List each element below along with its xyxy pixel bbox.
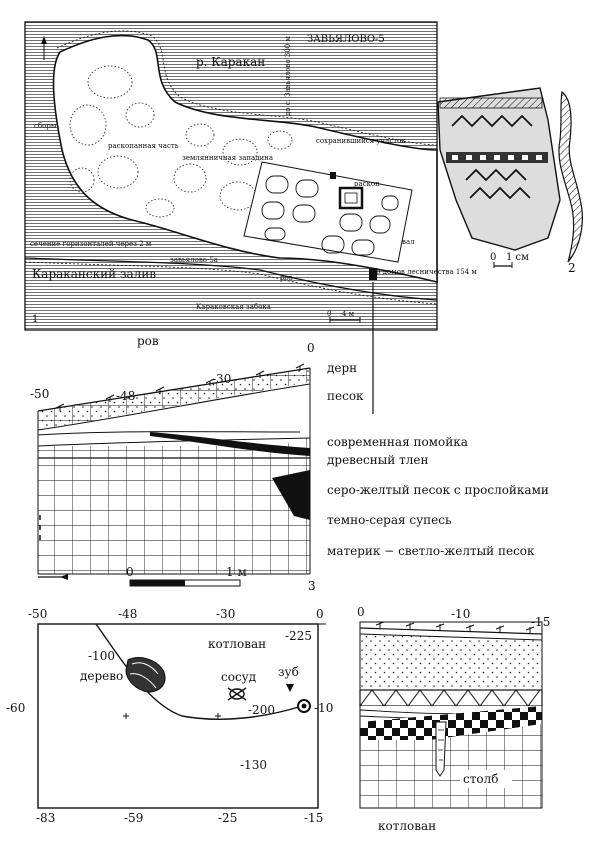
post-label: столб bbox=[463, 772, 498, 786]
layer-legend: дерн песок современная помойка древесный… bbox=[327, 361, 549, 558]
refuse-layers bbox=[37, 383, 311, 447]
section1-tick-a: -50 bbox=[30, 387, 49, 401]
sherd-outline bbox=[437, 87, 561, 251]
plan2-bottom-tick-d: -15 bbox=[304, 811, 323, 825]
post-hole bbox=[435, 721, 447, 777]
grid-crosses bbox=[123, 713, 221, 719]
preserved-label: сохранившийся участок bbox=[316, 137, 406, 145]
sherd-profile bbox=[558, 90, 583, 263]
pit-outline bbox=[95, 623, 303, 720]
elevation-225: -225 bbox=[285, 629, 312, 643]
section2-tick-c: -15 bbox=[531, 615, 550, 629]
pottery-number: 2 bbox=[568, 261, 576, 275]
tree-label: дерево bbox=[80, 669, 123, 683]
pit-label: ров bbox=[280, 274, 293, 282]
legend-sand: песок bbox=[327, 389, 364, 403]
section2-tick-a: 0 bbox=[357, 605, 365, 619]
vessel-label: сосуд bbox=[221, 670, 256, 684]
site-5a-label: завьялово-5а bbox=[170, 256, 218, 264]
pit-plan: -50 -48 -30 0 -83 -59 -25 -15 -60 -10 ко… bbox=[6, 607, 333, 825]
river-label: р. Каракан bbox=[196, 55, 265, 69]
backwater-label: Караковская забока bbox=[196, 303, 271, 311]
excavation-area bbox=[243, 161, 413, 280]
legend-dark-loam: темно-серая супесь bbox=[327, 513, 452, 527]
contour-note: сечение горизонталей через 2 м bbox=[30, 240, 152, 248]
dark-loam-lens bbox=[272, 470, 310, 520]
forester-label: до домов лесничества 154 м bbox=[372, 268, 477, 276]
pottery-scale-bar: 0 1 см bbox=[490, 252, 529, 268]
legend-grey-yellow-sand: серо-желтый песок с прослойками bbox=[327, 483, 549, 497]
plan2-left-tick: -60 bbox=[6, 701, 25, 715]
plan2-top-tick-b: -48 bbox=[118, 607, 137, 621]
sand-layer-2 bbox=[360, 634, 542, 690]
plan2-pit-label: котлован bbox=[208, 637, 266, 651]
elevation-100: -100 bbox=[88, 649, 115, 663]
plan2-top-tick-d: 0 bbox=[316, 607, 324, 621]
section2-tick-b: -10 bbox=[451, 607, 470, 621]
section-profile-2: 0 -10 -15 столб котлован bbox=[357, 605, 550, 833]
elevation-130: -130 bbox=[240, 758, 267, 772]
svg-text:4 м: 4 м bbox=[342, 310, 355, 318]
checker-layer bbox=[360, 706, 542, 740]
collections-label: сборы bbox=[34, 122, 57, 130]
pottery-drawing: 0 1 см 2 bbox=[437, 87, 583, 275]
tooth-symbol bbox=[286, 684, 294, 692]
sand-layer bbox=[38, 368, 310, 430]
plan-number: 1 bbox=[32, 314, 38, 325]
section-profile-1: -50 -48 -30 0 0 1 м 3 bbox=[30, 341, 316, 593]
tree-symbol bbox=[125, 657, 166, 693]
svg-text:1 см: 1 см bbox=[506, 252, 529, 263]
section1-scale-bar: 0 1 м bbox=[126, 565, 247, 587]
section2-pit-label: котлован bbox=[378, 819, 436, 833]
plan2-right-tick: -10 bbox=[314, 701, 333, 715]
svg-text:0: 0 bbox=[126, 565, 134, 579]
plan-scale-bar: 0 4 м bbox=[327, 310, 361, 323]
plan2-top-tick-a: -50 bbox=[28, 607, 47, 621]
plan2-bottom-tick-a: -83 bbox=[36, 811, 55, 825]
plan2-top-tick-c: -30 bbox=[216, 607, 235, 621]
wood-decay-layer bbox=[150, 432, 310, 456]
section1-number: 3 bbox=[308, 579, 316, 593]
legend-turf: дерн bbox=[327, 361, 357, 375]
dwelling-label: землянничная западина bbox=[182, 154, 273, 162]
section1-north-arrow bbox=[38, 574, 68, 580]
vessel-symbol bbox=[227, 687, 247, 701]
svg-text:0: 0 bbox=[490, 252, 496, 263]
pit-caption: ров bbox=[137, 334, 159, 348]
svg-text:0: 0 bbox=[327, 310, 331, 318]
dug-part-label: раскопанная часть bbox=[108, 142, 179, 150]
plan2-bottom-tick-b: -59 bbox=[124, 811, 143, 825]
excavation-label: раскоп bbox=[354, 180, 380, 188]
legend-wood-decay: древесный тлен bbox=[327, 453, 428, 467]
rampart-label: вал bbox=[402, 238, 415, 246]
elevation-200: -200 bbox=[248, 703, 275, 717]
road-label: до с. Завьялово 300 м bbox=[284, 36, 292, 116]
legend-subsoil: материк − светло-желтый песок bbox=[327, 544, 535, 558]
section1-tick-b: -48 bbox=[116, 389, 135, 403]
svg-text:1 м: 1 м bbox=[226, 565, 247, 579]
site-title: ЗАВЬЯЛОВО-5 bbox=[307, 34, 385, 45]
sherd-ornament bbox=[451, 114, 533, 200]
section1-tick-c: -30 bbox=[212, 372, 231, 386]
legend-refuse: современная помойка bbox=[327, 435, 468, 449]
post-symbol bbox=[297, 699, 311, 713]
section1-tick-d: 0 bbox=[307, 341, 315, 355]
bay-label: Караканский залив bbox=[32, 267, 156, 281]
tooth-label: зуб bbox=[278, 665, 299, 679]
plan2-bottom-tick-c: -25 bbox=[218, 811, 237, 825]
site-plan: ЗАВЬЯЛОВО-5 р. Каракан до с. Завьялово 3… bbox=[24, 21, 477, 331]
